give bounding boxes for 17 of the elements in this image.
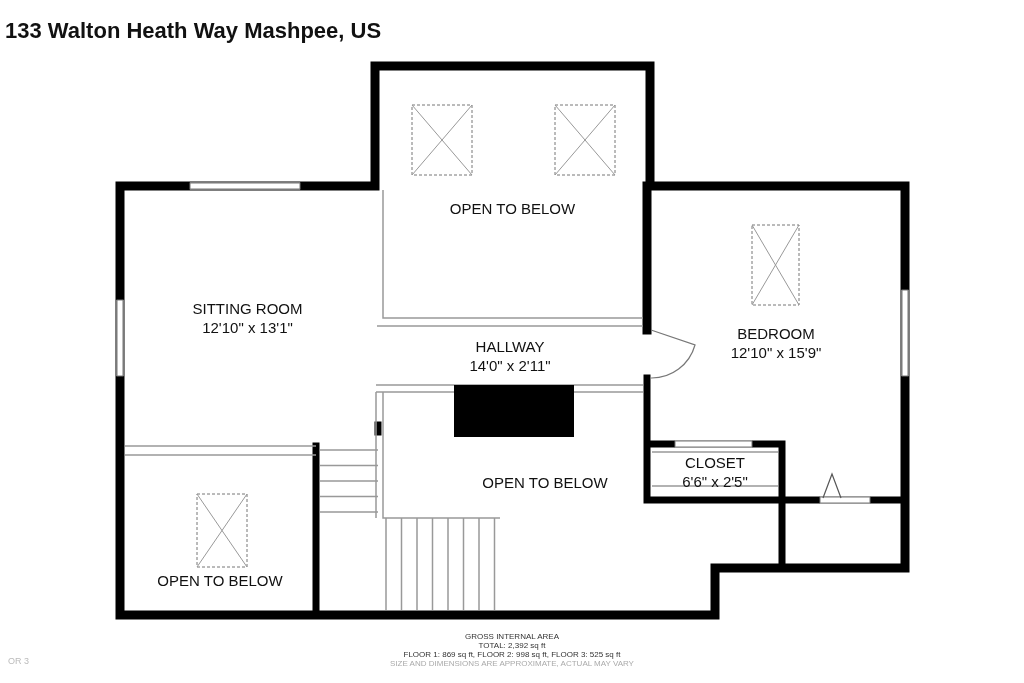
floor-areas: FLOOR 1: 869 sq ft, FLOOR 2: 998 sq ft, FLOOR 3: 525 sq ft bbox=[403, 650, 621, 659]
room-dimensions: 12'10" x 15'9" bbox=[730, 344, 822, 362]
room-name: SITTING ROOM bbox=[192, 300, 303, 318]
floor-label: OR 3 bbox=[8, 657, 29, 666]
room-name: CLOSET bbox=[685, 454, 745, 472]
room-dimensions: 14'0" x 2'11" bbox=[469, 357, 551, 375]
area-heading: GROSS INTERNAL AREA bbox=[465, 632, 559, 641]
room-name: OPEN TO BELOW bbox=[449, 200, 576, 218]
room-name: HALLWAY bbox=[475, 338, 545, 356]
room-name: OPEN TO BELOW bbox=[482, 474, 608, 492]
room-name: OPEN TO BELOW bbox=[157, 572, 283, 590]
room-dimensions: 12'10" x 13'1" bbox=[202, 319, 293, 337]
disclaimer-note: SIZE AND DIMENSIONS ARE APPROXIMATE, ACTUAL MAY VARY bbox=[390, 659, 634, 668]
room-name: BEDROOM bbox=[737, 325, 815, 343]
room-dimensions: 6'6" x 2'5" bbox=[682, 473, 748, 491]
area-total: TOTAL: 2,392 sq ft bbox=[478, 641, 546, 650]
address-title: 133 Walton Heath Way Mashpee, US bbox=[5, 18, 382, 44]
